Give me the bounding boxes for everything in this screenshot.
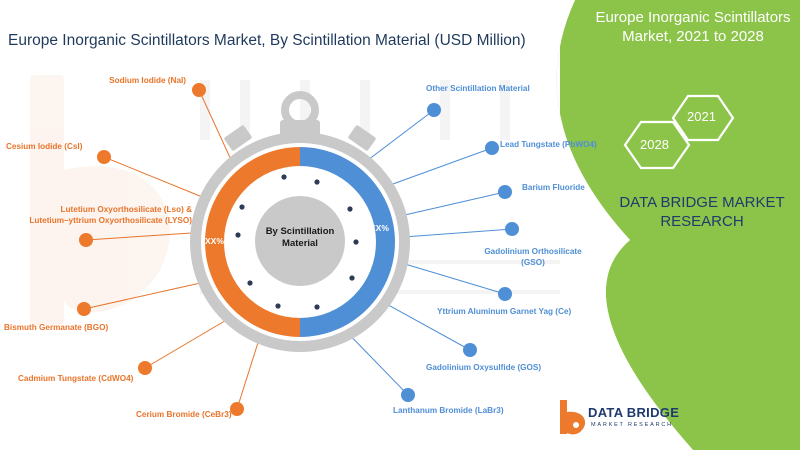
year-end: 2028 [640, 137, 669, 152]
dot-cebr3 [230, 402, 244, 416]
page-title: Europe Inorganic Scintillators Market, B… [8, 32, 526, 49]
brand-name: DATA BRIDGE MARKET RESEARCH [604, 193, 800, 231]
dot-sodium-iodide [192, 83, 206, 97]
logo-name: DATA BRIDGE [588, 405, 680, 420]
label-yag: Yttrium Aluminum Garnet Yag (Ce) [437, 307, 572, 316]
dot-gso [505, 222, 519, 236]
year-start: 2021 [687, 109, 716, 124]
label-pbwo4: Lead Tungstate (PbWO4) [500, 140, 597, 149]
label-labr3: Lanthanum Bromide (LaBr3) [393, 406, 504, 415]
panel-title: Europe Inorganic Scintillators Market, 2… [590, 8, 796, 46]
label-gos: Gadolinium Oxysulfide (GOS) [426, 363, 542, 372]
panel-title-line1: Europe Inorganic Scintillators [595, 9, 791, 26]
dot-labr3 [401, 388, 415, 402]
dot-pbwo4 [485, 141, 499, 155]
stopwatch-left-button [224, 125, 252, 151]
label-cebr3: Cerium Bromide (CeBr3) [136, 410, 232, 419]
white-panel-curve [556, 0, 693, 450]
dot-cdwo4 [138, 361, 152, 375]
dot-gos [463, 343, 477, 357]
center-label-line1: By Scintillation [265, 226, 335, 237]
brand-line1: DATA BRIDGE MARKET [619, 194, 785, 211]
dot-barium-fluoride [498, 185, 512, 199]
green-side-panel [556, 0, 800, 450]
label-bgo: Bismuth Germanate (BGO) [4, 323, 109, 332]
stopwatch-right-button [348, 125, 376, 151]
hexagon-2028 [623, 120, 691, 170]
ring-segment-orange [205, 147, 300, 337]
center-disc [255, 196, 345, 286]
label-other-material: Other Scintillation Material [426, 84, 530, 93]
panel-title-line2: Market, 2021 to 2028 [622, 28, 764, 45]
label-sodium-iodide: Sodium Iodide (NaI) [109, 76, 186, 85]
dot-yag [498, 287, 512, 301]
dot-lutetium [79, 233, 93, 247]
label-lutetium-lso: Lutetium Oxyorthosilicate (Lso) & [60, 205, 192, 214]
center-label: By Scintillation Material [245, 226, 355, 250]
label-gso-line2: (GSO) [521, 258, 545, 267]
left-percent: XX% [205, 236, 224, 246]
right-percent: XX% [370, 223, 389, 233]
dot-bgo [77, 302, 91, 316]
center-label-line2: Material [282, 238, 318, 249]
label-lutetium-lyso: Lutetium–yttrium Oxyorthosilicate (LYSO) [29, 216, 192, 225]
dot-cesium-iodide [97, 150, 111, 164]
hexagon-2021 [671, 94, 735, 142]
dot-other-material [427, 103, 441, 117]
ring-segment-blue [300, 147, 395, 337]
watermark-logo [30, 75, 170, 325]
label-barium-fluoride: Barium Fluoride [522, 183, 585, 192]
label-cdwo4: Cadmium Tungstate (CdWO4) [18, 374, 134, 383]
brand-line2: RESEARCH [660, 213, 744, 230]
label-cesium-iodide: Cesium Iodide (CsI) [6, 142, 83, 151]
label-gso-line1: Gadolinium Orthosilicate [484, 247, 582, 256]
logo-tagline: MARKET RESEARCH [591, 422, 673, 428]
